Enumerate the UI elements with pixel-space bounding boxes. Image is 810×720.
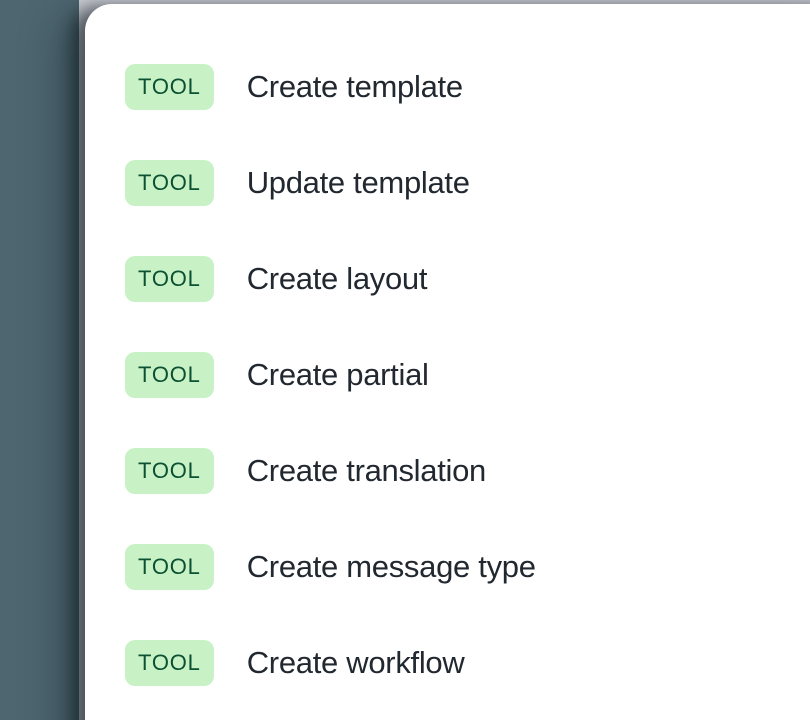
tool-list: TOOL Create template TOOL Update templat…: [85, 4, 810, 711]
tool-badge: TOOL: [125, 64, 214, 110]
tool-label: Create partial: [246, 357, 429, 392]
tools-card: TOOL Create template TOOL Update templat…: [85, 4, 810, 720]
tool-badge: TOOL: [125, 352, 214, 398]
tool-badge: TOOL: [125, 448, 214, 494]
tool-label: Create template: [246, 69, 463, 104]
tool-badge: TOOL: [125, 160, 214, 206]
tool-list-item[interactable]: TOOL Update template: [125, 135, 810, 231]
tool-list-item[interactable]: TOOL Create layout: [125, 231, 810, 327]
tool-list-item[interactable]: TOOL Create template: [125, 39, 810, 135]
tool-label: Create workflow: [246, 645, 465, 680]
tool-badge: TOOL: [125, 256, 214, 302]
tool-label: Create translation: [246, 453, 487, 488]
tool-label: Create layout: [246, 261, 428, 296]
tool-list-item[interactable]: TOOL Create message type: [125, 519, 810, 615]
tool-badge: TOOL: [125, 640, 214, 686]
tool-badge: TOOL: [125, 544, 214, 590]
tool-label: Update template: [246, 165, 470, 200]
tool-list-item[interactable]: TOOL Create partial: [125, 327, 810, 423]
tool-label: Create message type: [246, 549, 536, 584]
tool-list-item[interactable]: TOOL Create workflow: [125, 615, 810, 711]
tool-list-item[interactable]: TOOL Create translation: [125, 423, 810, 519]
sidebar-edge-strip: [0, 0, 79, 720]
